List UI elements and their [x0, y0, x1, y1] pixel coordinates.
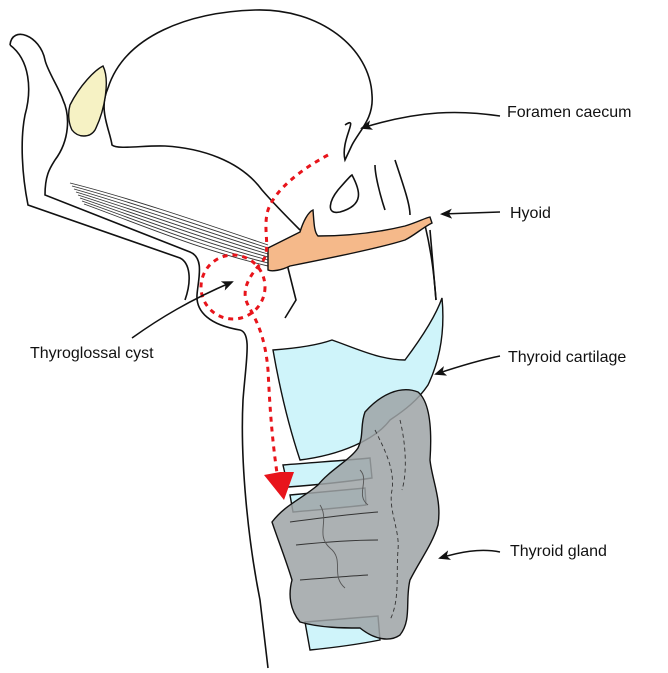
label-foramen-caecum: Foramen caecum [507, 104, 632, 121]
epiglottis-shape [69, 66, 107, 136]
thyroid-cartilage-arrow [436, 356, 500, 374]
hyoid-arrow [442, 212, 500, 214]
tongue-lower-outline [104, 88, 300, 230]
tongue-outline [108, 10, 372, 160]
label-thyroid-cartilage: Thyroid cartilage [508, 349, 626, 366]
hyoid-bone [268, 210, 432, 271]
thyroglossal-cyst [201, 255, 265, 319]
foramen-caecum-arrow [362, 112, 500, 128]
thyroglossal-cyst-arrow [132, 282, 232, 338]
label-hyoid: Hyoid [510, 205, 551, 222]
thyroid-gland-arrow [440, 550, 500, 558]
pharynx-outline [330, 175, 358, 212]
label-thyroid-gland: Thyroid gland [510, 543, 607, 560]
label-thyroglossal-cyst: Thyroglossal cyst [30, 345, 154, 362]
